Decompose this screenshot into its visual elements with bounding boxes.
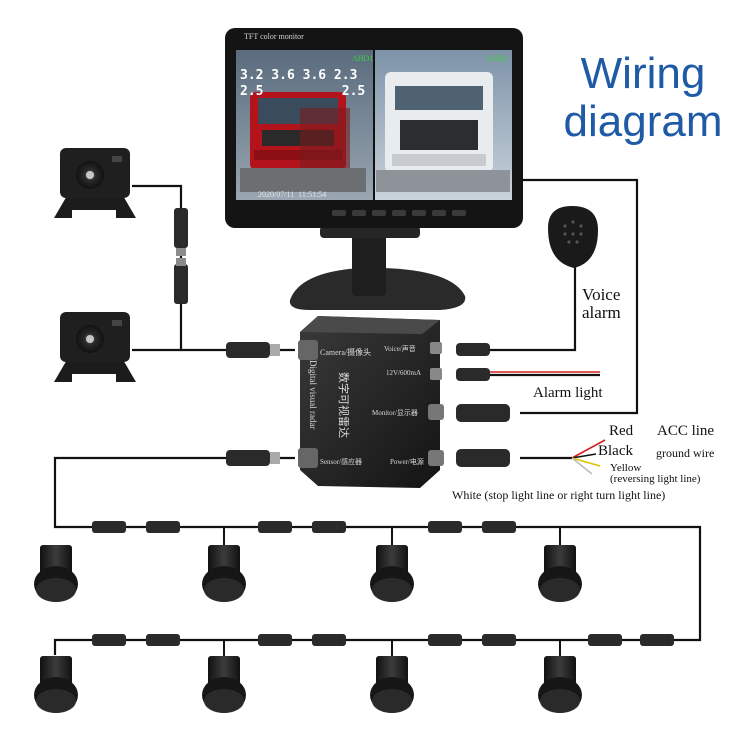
power-port-label: Power/电源 <box>390 458 424 466</box>
red-truck-image <box>240 92 366 192</box>
distance-readout-row1: 3.2 3.6 3.6 2.3 <box>240 68 358 83</box>
parking-sensor <box>202 545 246 602</box>
parking-sensor <box>370 656 414 713</box>
monitor-header: TFT color monitor <box>244 32 304 41</box>
power-splay-wires <box>571 439 606 475</box>
diagram-title: Wiring diagram <box>548 50 738 146</box>
radar-brand-cn: 数字可视雷达 <box>337 372 349 438</box>
black-wire-label: Black <box>598 443 633 459</box>
parking-sensor <box>34 656 78 713</box>
voice-alarm-label-line2: alarm <box>582 303 621 322</box>
power-port <box>428 450 444 466</box>
monitor-button[interactable] <box>412 210 426 216</box>
yellow-wire-label: Yellow <box>610 462 642 474</box>
monitor-button[interactable] <box>352 210 366 216</box>
monitor-stand-neck <box>352 232 386 296</box>
sensor-port <box>298 448 318 468</box>
voice-alarm-label-line1: Voice <box>582 285 621 304</box>
radar-box <box>298 316 444 488</box>
radar-brand-en: Digital visual radar <box>308 360 318 430</box>
monitor-wire <box>520 178 639 415</box>
left-view-label: AHD1 <box>352 54 374 63</box>
white-wire-label: White (stop light line or right turn lig… <box>452 488 666 502</box>
voice-alarm-wire <box>490 266 577 352</box>
camera-2 <box>54 312 136 384</box>
alarm-light-label: Alarm light <box>533 385 603 401</box>
box-cable-connectors <box>226 342 510 467</box>
parking-sensor <box>370 545 414 602</box>
monitor-button[interactable] <box>432 210 446 216</box>
monitor-button[interactable] <box>332 210 346 216</box>
camera-port <box>298 340 318 360</box>
monitor-port-label: Monitor/显示器 <box>372 409 418 417</box>
parking-sensor <box>538 656 582 713</box>
sensor-port-label: Sensor/感应器 <box>320 458 362 466</box>
camera-1 <box>54 148 136 220</box>
monitor-button[interactable] <box>452 210 466 216</box>
sensor-drop-wires <box>223 527 561 656</box>
voice-port <box>430 342 442 354</box>
title-line-1: Wiring <box>580 49 706 98</box>
white-truck-image <box>376 72 510 192</box>
sensor-wire <box>53 456 702 655</box>
monitor-timestamp: 2020/07/11 11:51:54 <box>258 190 327 199</box>
monitor-button[interactable] <box>392 210 406 216</box>
right-view-label: AHD2 <box>486 54 508 63</box>
acc-line-label: ACC line <box>657 423 715 439</box>
voice-alarm <box>548 206 598 268</box>
monitor-button[interactable] <box>372 210 386 216</box>
power-spec-port <box>430 368 442 380</box>
sensor-chain-row1-connectors <box>92 521 516 533</box>
parking-sensor <box>202 656 246 713</box>
camera-extension-connectors <box>174 208 188 304</box>
camera-port-label: Camera/摄像头 <box>320 348 372 357</box>
monitor <box>225 28 523 310</box>
parking-sensors <box>34 545 582 713</box>
red-wire-label: Red <box>609 423 634 439</box>
power-spec-label: 12V/600mA <box>386 369 421 377</box>
reversing-light-label: (reversing light line) <box>610 473 701 485</box>
distance-readout-row2: 2.5 2.5 <box>240 84 366 99</box>
parking-sensor <box>34 545 78 602</box>
sensor-chain-row2-connectors <box>92 634 674 646</box>
ground-wire-label: ground wire <box>656 446 715 460</box>
parking-sensor <box>538 545 582 602</box>
monitor-port <box>428 404 444 420</box>
title-line-2: diagram <box>563 97 723 146</box>
monitor-buttons <box>332 210 466 216</box>
voice-port-label: Voice/声音 <box>384 345 416 353</box>
